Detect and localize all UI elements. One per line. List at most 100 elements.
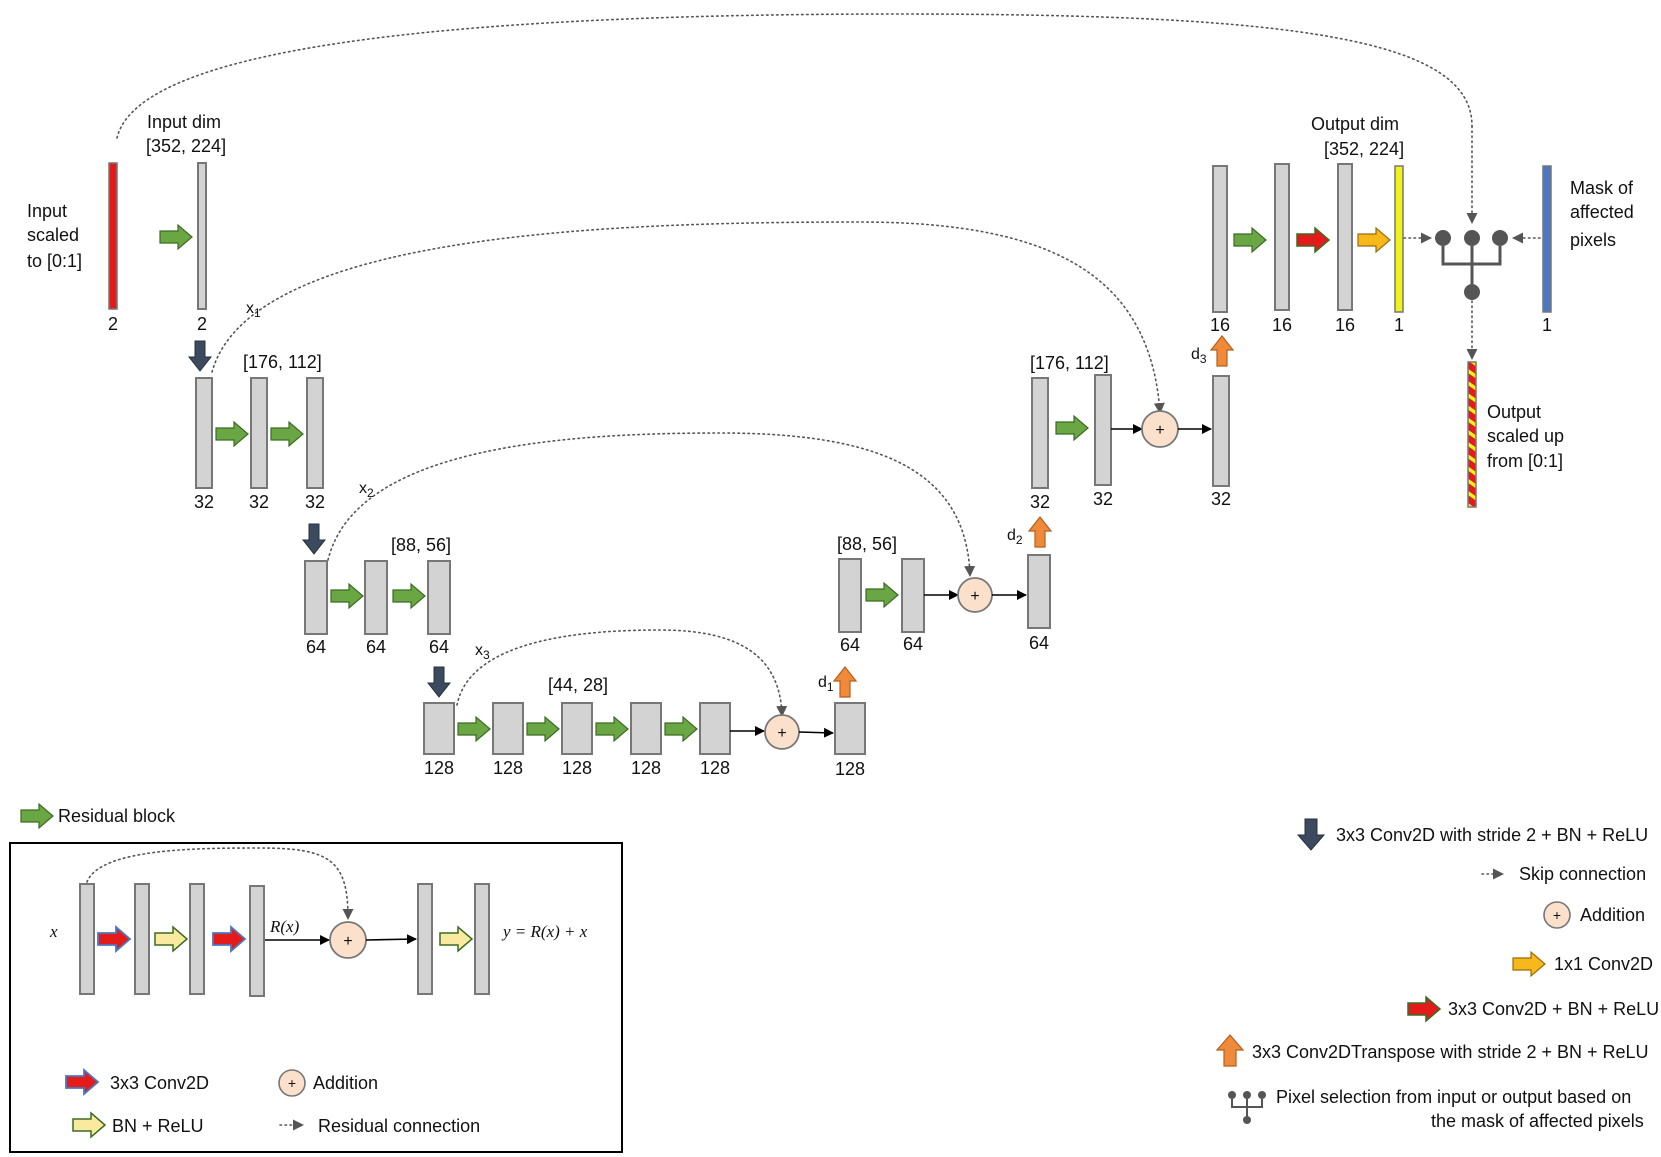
- dim-176-enc: [176, 112]: [243, 352, 322, 372]
- output-scaled-line-1: Output: [1487, 402, 1541, 422]
- rb-connector-2: [365, 934, 417, 945]
- rb-conv2d-arrow-1: [97, 925, 132, 953]
- legend-transpose-label: 3x3 Conv2DTranspose with stride 2 + BN +…: [1252, 1042, 1649, 1062]
- ch-o2: 16: [1272, 315, 1292, 335]
- up-label-d3: d3: [1191, 346, 1207, 366]
- legend-conv1x1: 1x1 Conv2D: [1512, 950, 1653, 978]
- ch-b3: 128: [562, 758, 592, 778]
- enc1-tensor-a: [195, 377, 213, 489]
- out-tensor-2: [1274, 163, 1290, 311]
- ch-e1c: 32: [305, 492, 325, 512]
- dec2-tensor-b: [1094, 374, 1112, 486]
- legend-downsample-label: 3x3 Conv2D with stride 2 + BN + ReLU: [1336, 825, 1648, 845]
- rb-tensor-2: [134, 883, 150, 995]
- residual-arrow-enc1-a: [215, 420, 249, 448]
- up-label-d2: d2: [1007, 527, 1023, 547]
- pixel-selection-node: [1403, 230, 1541, 360]
- output-scaled-line-3: from [0:1]: [1487, 451, 1563, 471]
- bottleneck-tensor-1: [423, 702, 455, 755]
- ch-mask: 1: [1542, 315, 1552, 335]
- rb-rx-label: R(x): [269, 917, 300, 936]
- input-text-line-3: to [0:1]: [27, 251, 82, 271]
- rb-tensor-4: [249, 885, 265, 997]
- residual-arrow-dec2: [1055, 414, 1089, 442]
- legend-residual-connection: Residual connection: [279, 1116, 480, 1136]
- enc2-tensor-b: [364, 560, 388, 635]
- out-tensor-3: [1337, 163, 1353, 311]
- input-gray-tensor: [197, 162, 207, 310]
- rb-addition-symbol: +: [343, 933, 352, 950]
- ch-dc1a: 64: [840, 635, 860, 655]
- input-text-line-1: Input: [27, 201, 67, 221]
- ch-o3: 16: [1335, 315, 1355, 335]
- rb-tensor-5: [417, 883, 433, 995]
- mask-tensor: [1542, 165, 1552, 313]
- rb-tensor-1: [79, 883, 95, 995]
- legend-skip: Skip connection: [1481, 864, 1646, 884]
- legend-skip-label: Skip connection: [1519, 864, 1646, 884]
- enc2-tensor-a: [304, 560, 328, 635]
- legend-pixel-selection-label-2: the mask of affected pixels: [1431, 1111, 1644, 1131]
- enc1-tensor-c: [306, 377, 324, 489]
- ch-b1: 128: [424, 758, 454, 778]
- ch-b2: 128: [493, 758, 523, 778]
- legend-conv2d: 3x3 Conv2D: [65, 1068, 209, 1096]
- rb-conv2d-arrow-2: [212, 925, 247, 953]
- mask-text-line-2: affected: [1570, 202, 1634, 222]
- pixel-selection-icon: [1228, 1091, 1266, 1124]
- input-tensor: [108, 162, 118, 310]
- bottleneck-tensor-3: [561, 702, 593, 755]
- legend-bn-relu-label: BN + ReLU: [112, 1116, 204, 1136]
- legend-conv1x1-label: 1x1 Conv2D: [1554, 954, 1653, 974]
- input-dim-value: [352, 224]: [146, 136, 226, 156]
- upsample-arrow-d1: [832, 666, 858, 698]
- addition-symbol-1: +: [777, 725, 786, 742]
- output-dim-label: Output dim: [1311, 114, 1399, 134]
- rb-bn-relu-arrow-1: [154, 925, 189, 953]
- legend-residual-connection-label: Residual connection: [318, 1116, 480, 1136]
- residual-connection-path: [86, 847, 354, 920]
- skip-connection-x1: [211, 221, 1165, 414]
- skip-label-x2: x2: [359, 480, 374, 500]
- legend-conv2d-label: 3x3 Conv2D: [110, 1073, 209, 1093]
- mask-text-line-3: pixels: [1570, 230, 1616, 250]
- residual-arrow-b3: [595, 715, 629, 743]
- upsample-arrow-d3: [1209, 335, 1235, 367]
- ch-dc2a: 32: [1030, 492, 1050, 512]
- ch-b6: 128: [835, 759, 865, 779]
- residual-block-detail: + x R(x) y = R(x) + x 3x3 Conv2D BN + Re…: [9, 842, 623, 1153]
- conv-bn-relu-arrow-out: [1296, 226, 1331, 254]
- downsample-arrow-2: [301, 523, 327, 555]
- ch-in-gray: 2: [197, 314, 207, 334]
- dim-88-dec: [88, 56]: [837, 534, 897, 554]
- rb-tensor-3: [189, 883, 205, 995]
- dim-44: [44, 28]: [548, 675, 608, 695]
- ch-e2c: 64: [429, 637, 449, 657]
- output-scaled-line-2: scaled up: [1487, 426, 1564, 446]
- residual-arrow-input: [159, 223, 193, 251]
- ch-b4: 128: [631, 758, 661, 778]
- legend-right: 3x3 Conv2D with stride 2 + BN + ReLU Ski…: [1215, 818, 1659, 1131]
- legend-conv-bn-relu: 3x3 Conv2D + BN + ReLU: [1407, 995, 1659, 1023]
- ch-e1b: 32: [249, 492, 269, 512]
- legend-addition-left: + Addition: [278, 1069, 378, 1097]
- legend-bn-relu: BN + ReLU: [72, 1111, 204, 1139]
- svg-text:+: +: [288, 1075, 296, 1091]
- dec2-tensor-a: [1031, 377, 1049, 489]
- rb-bn-relu-arrow-2: [439, 925, 474, 953]
- connector-add-b6: [798, 727, 834, 738]
- rb-x-label: x: [49, 922, 58, 941]
- downsample-arrow-3: [426, 666, 452, 698]
- mask-text-line-1: Mask of: [1570, 178, 1634, 198]
- addition-symbol-3: +: [1155, 422, 1164, 439]
- ch-dc2b: 32: [1093, 489, 1113, 509]
- up-label-d1: d1: [818, 674, 834, 694]
- enc1-tensor-b: [250, 377, 268, 489]
- residual-arrow-dec1: [865, 581, 899, 609]
- skip-label-x3: x3: [475, 642, 490, 662]
- add-symbols: + + +: [777, 422, 1164, 742]
- ch-e1a: 32: [194, 492, 214, 512]
- bottleneck-tensor-4: [630, 702, 662, 755]
- conv1x1-arrow-out: [1357, 226, 1391, 254]
